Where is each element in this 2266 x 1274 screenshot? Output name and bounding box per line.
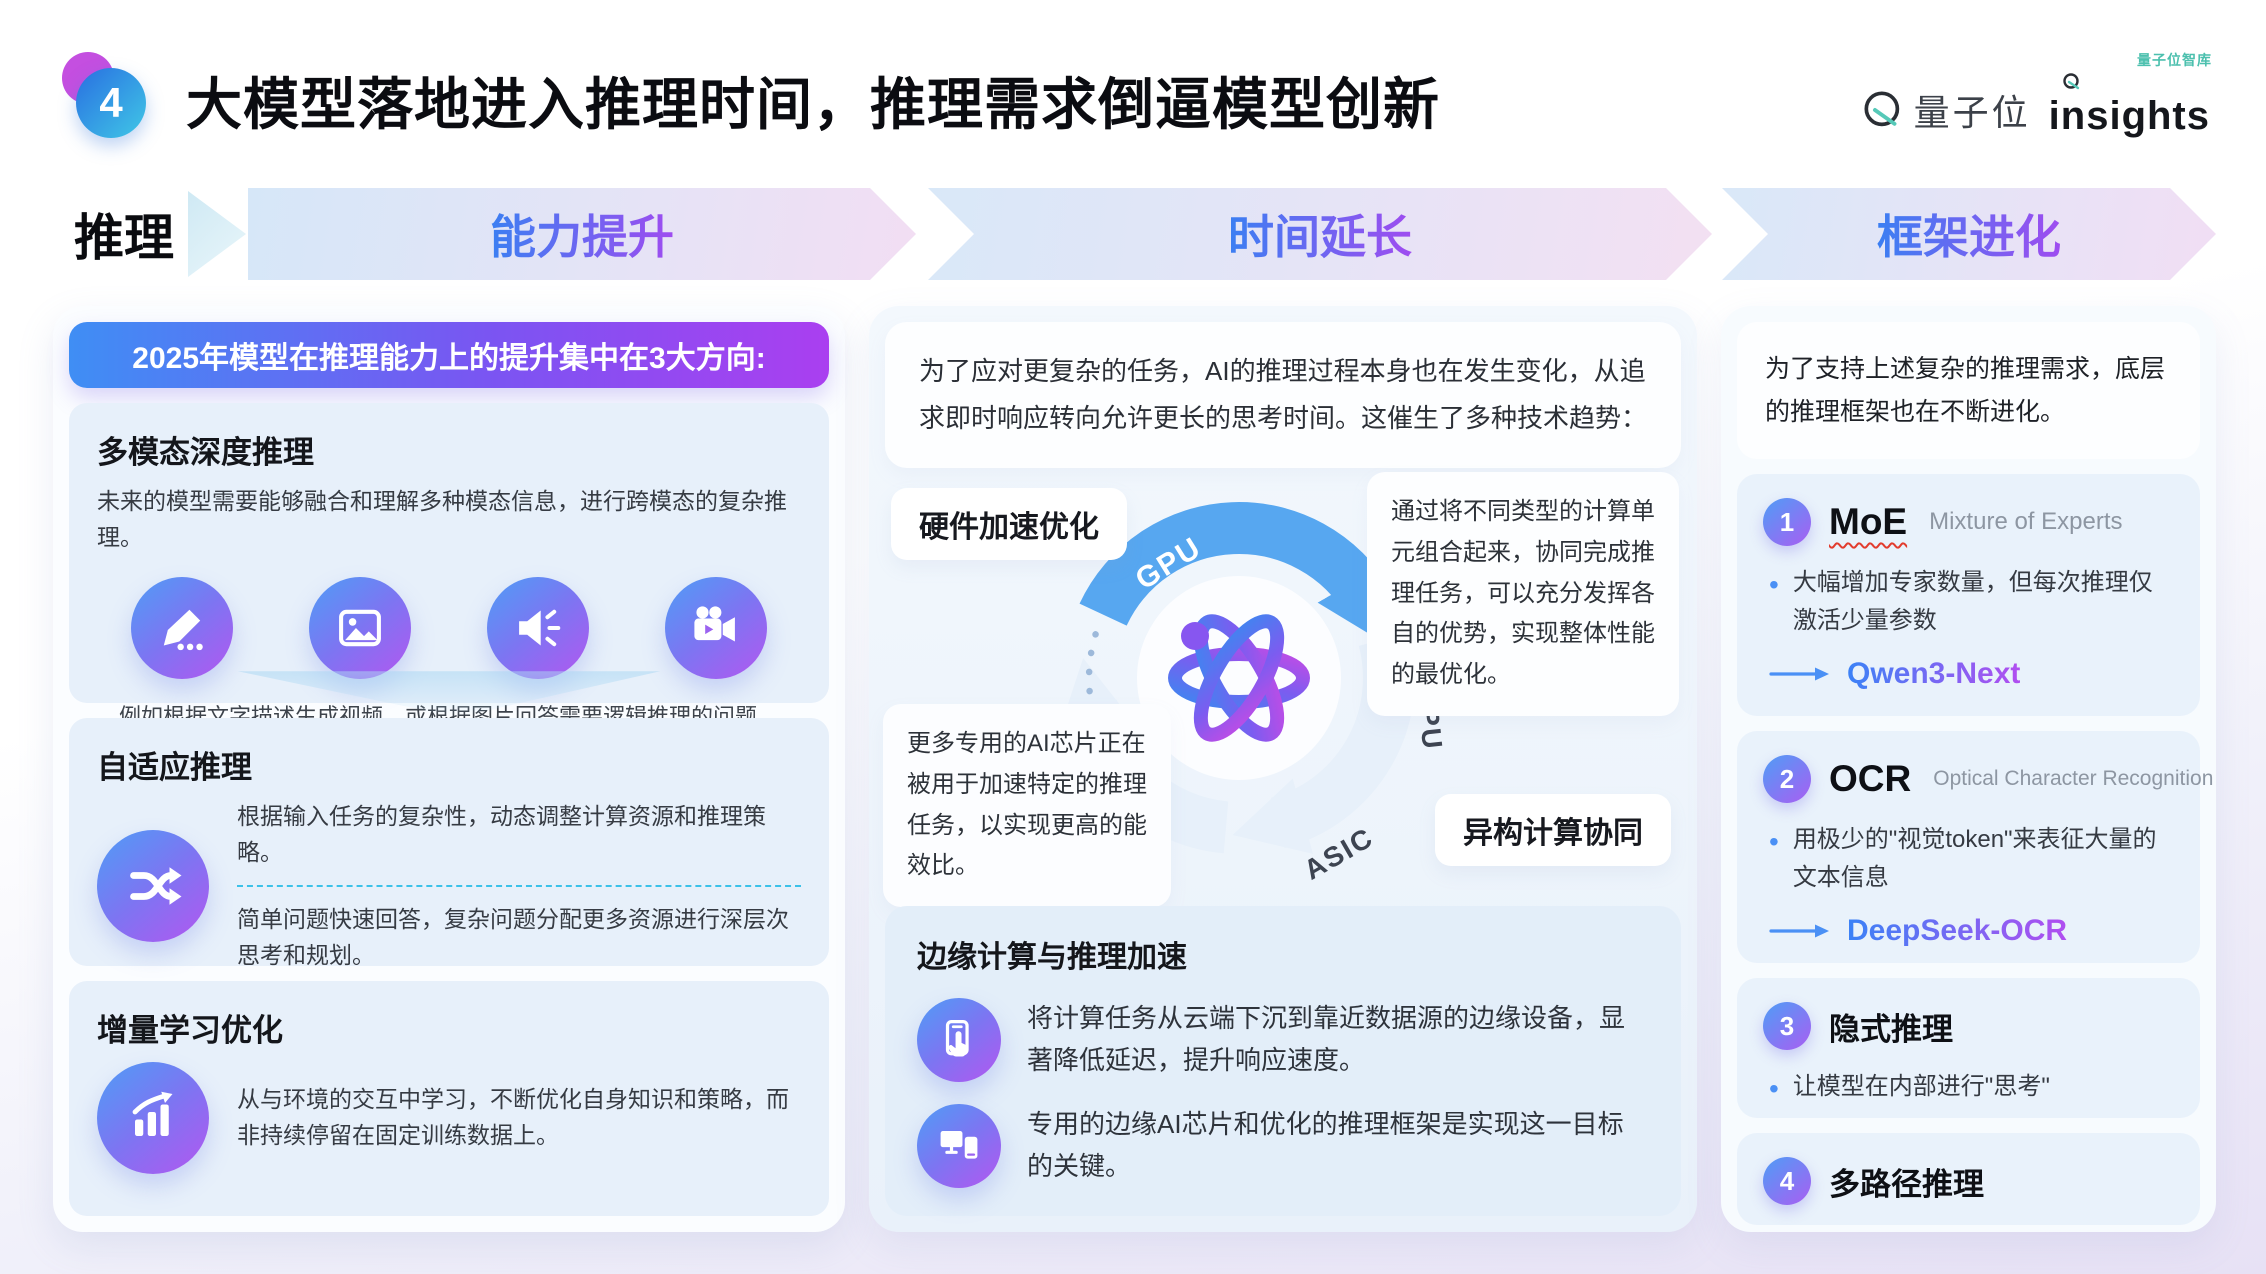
qbit-logo-text: 量子位 (1913, 92, 2031, 133)
edge-item: 将计算任务从云端下沉到靠近数据源的边缘设备，显著降低延迟，提升响应速度。 (917, 998, 1649, 1082)
page-title: 大模型落地进入推理时间，推理需求倒逼模型创新 (186, 72, 1440, 136)
ring-dotted-segment (1085, 623, 1102, 695)
edge-item: 专用的边缘AI芯片和优化的推理框架是实现这一目标的关键。 (917, 1104, 1649, 1188)
number-badge: 3 (1763, 1002, 1811, 1050)
dashed-divider (237, 885, 801, 888)
process-banner: 推理 能力提升 时间延长 框架进化 (0, 188, 2266, 280)
banner-step-time: 时间延长 (928, 188, 1712, 280)
incremental-body: 从与环境的交互中学习，不断优化自身知识和策略，而非持续停留在固定训练数据上。 (237, 1086, 789, 1148)
insights-logo: 量子位智库 insights (2049, 52, 2211, 136)
moe-subtitle: Mixture of Experts (1929, 508, 2123, 535)
number-badge: 2 (1763, 755, 1811, 803)
arrow-right-icon (1769, 667, 1829, 681)
hetero-label: 异构计算协同 (1435, 794, 1671, 866)
atom-icon (1168, 614, 1310, 742)
time-panel: 为了应对更复杂的任务，AI的推理过程本身也在发生变化，从追求即时响应转向允许更长… (869, 306, 1697, 1232)
implicit-reasoning-card: 3 隐式推理 • 让模型在内部进行"思考" (1737, 978, 2200, 1118)
insights-ring-icon (2062, 73, 2079, 90)
insights-logo-text: insights (2048, 94, 2210, 138)
edge-computing-card: 边缘计算与推理加速 将计算任务从云端下沉到靠近数据源的边缘设备，显著降低延迟，提… (885, 906, 1681, 1216)
adaptive-title: 自适应推理 (97, 750, 252, 785)
ocr-card: 2 OCR Optical Character Recognition • 用极… (1737, 731, 2213, 963)
shuffle-icon (97, 830, 209, 943)
gpu-arrow (1079, 502, 1397, 651)
adaptive-card: 自适应推理 根据输入任务的复杂性，动态调整计算资源和推理策略。 简单问题快速回答… (69, 718, 829, 968)
ocr-subtitle: Optical Character Recognition (1933, 767, 2214, 790)
implicit-bullet: 让模型在内部进行"思考" (1792, 1073, 2050, 1100)
number-badge: 4 (1763, 1157, 1811, 1205)
banner-topic-label: 推理 (74, 210, 174, 266)
hw-accel-label: 硬件加速优化 (891, 488, 1127, 560)
framework-panel: 为了支持上述复杂的推理需求，底层的推理框架也在不断进化。 1 MoE Mixtu… (1721, 306, 2216, 1232)
hw-accel-note: 更多专用的AI芯片正在被用于加速特定的推理任务，以实现更高的能效比。 (883, 704, 1171, 908)
arrow-right-icon (1769, 924, 1829, 938)
ocr-model-name: DeepSeek-OCR (1847, 913, 2068, 947)
hetero-note: 通过将不同类型的计算单元组合起来，协同完成推理任务，可以充分发挥各自的优势，实现… (1367, 472, 1679, 716)
capability-panel: 2025年模型在推理能力上的提升集中在3大方向: 多模态深度推理 未来的模型需要… (53, 306, 845, 1232)
qbit-logo: 量子位 (1860, 84, 2031, 136)
time-panel-intro: 为了应对更复杂的任务，AI的推理过程本身也在发生变化，从追求即时响应转向允许更长… (885, 322, 1681, 468)
ocr-model-link: DeepSeek-OCR (1763, 914, 2174, 948)
framework-intro: 为了支持上述复杂的推理需求，底层的推理框架也在不断进化。 (1737, 322, 2200, 459)
devices-icon (917, 1104, 1001, 1188)
edge-item-text: 将计算任务从云端下沉到靠近数据源的边缘设备，显著降低延迟，提升响应速度。 (1027, 1003, 1626, 1075)
logos: 量子位 量子位智库 insights (1860, 52, 2211, 142)
bullet-dot: • (1769, 1073, 1779, 1104)
adaptive-line2: 简单问题快速回答，复杂问题分配更多资源进行深层次思考和规划。 (237, 906, 789, 968)
adaptive-line1: 根据输入任务的复杂性，动态调整计算资源和推理策略。 (237, 803, 766, 865)
bullet-dot: • (1769, 569, 1779, 600)
multimodal-body: 未来的模型需要能够融合和理解多种模态信息，进行跨模态的复杂推理。 (97, 488, 787, 550)
slide-number-badge: 4 (60, 50, 160, 150)
image-icon (309, 577, 411, 680)
multimodal-title: 多模态深度推理 (97, 435, 314, 470)
incremental-title: 增量学习优化 (97, 1013, 283, 1048)
video-camera-icon (665, 577, 767, 680)
moe-model-name: Qwen3-Next (1847, 656, 2021, 690)
multipath-reasoning-card: 4 多路径推理 (1737, 1133, 2200, 1225)
ocr-title: OCR (1829, 758, 1912, 799)
bullet-dot: • (1769, 826, 1779, 857)
pencil-icon (131, 577, 233, 680)
multipath-title: 多路径推理 (1829, 1166, 1984, 1202)
moe-model-link: Qwen3-Next (1763, 657, 2174, 691)
moe-bullet: 大幅增加专家数量，但每次推理仅激活少量参数 (1792, 569, 2153, 635)
banner-step-capability: 能力提升 (248, 188, 916, 280)
moe-title: MoE (1829, 501, 1908, 542)
growth-chart-icon (97, 1062, 209, 1174)
incremental-card: 增量学习优化 从与环境的交互中学习，不断优化自身知识和策略，而非持续停留在固定训… (69, 981, 829, 1216)
edge-title: 边缘计算与推理加速 (917, 941, 1187, 974)
multimodal-card: 多模态深度推理 未来的模型需要能够融合和理解多种模态信息，进行跨模态的复杂推理。 (69, 403, 829, 729)
header: 4 大模型落地进入推理时间，推理需求倒逼模型创新 量子位 量子位智库 insig… (60, 50, 2211, 150)
banner-arrow-icon (188, 191, 246, 277)
megaphone-icon (487, 577, 589, 680)
insights-sup-text: 量子位智库 (2137, 52, 2212, 68)
modality-icons-row (97, 577, 801, 680)
slide-number: 4 (76, 68, 146, 138)
moe-card: 1 MoE Mixture of Experts • 大幅增加专家数量，但每次推… (1737, 474, 2200, 716)
phone-touch-icon (917, 998, 1001, 1082)
ocr-bullet: 用极少的"视觉token"来表征大量的文本信息 (1792, 826, 2157, 892)
edge-item-text: 专用的边缘AI芯片和优化的推理框架是实现这一目标的关键。 (1027, 1109, 1624, 1181)
banner-step-framework: 框架进化 (1722, 188, 2216, 280)
capability-panel-header: 2025年模型在推理能力上的提升集中在3大方向: (69, 322, 829, 388)
qbit-q-icon (1864, 91, 1899, 127)
number-badge: 1 (1763, 498, 1811, 546)
implicit-title: 隐式推理 (1829, 1011, 1953, 1047)
